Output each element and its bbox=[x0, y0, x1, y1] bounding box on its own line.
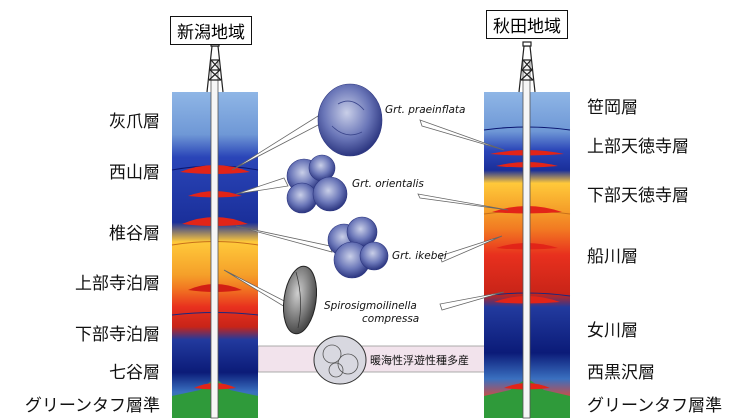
right-formation-label: 笹岡層 bbox=[587, 93, 638, 118]
left-formation-label: 椎谷層 bbox=[109, 219, 160, 244]
fossil-warm-species bbox=[314, 336, 366, 384]
species-spiro-line2: compressa bbox=[362, 313, 419, 325]
left-formation-label: 西山層 bbox=[109, 158, 160, 183]
right-column bbox=[484, 60, 570, 418]
warm-species-note: 暖海性浮遊性種多産 bbox=[370, 352, 469, 368]
left-region-title: 新潟地域 bbox=[170, 16, 252, 45]
species-spiro-line1: Spirosigmoilinella bbox=[324, 300, 417, 312]
right-formation-label: グリーンタフ層準 bbox=[587, 391, 722, 416]
left-formation-label: 下部寺泊層 bbox=[75, 320, 160, 345]
right-formation-label: 船川層 bbox=[587, 242, 638, 267]
right-formation-label: 上部天徳寺層 bbox=[587, 132, 689, 157]
right-formation-label: 女川層 bbox=[587, 316, 638, 341]
species-ikebei: Grt. ikebei bbox=[392, 250, 447, 262]
species-orientalis: Grt. orientalis bbox=[352, 178, 424, 190]
right-formation-label: 下部天徳寺層 bbox=[587, 181, 689, 206]
fossil-praeinflata bbox=[318, 84, 382, 156]
left-formation-label: 上部寺泊層 bbox=[75, 269, 160, 294]
left-column bbox=[172, 60, 258, 418]
fossil-orientalis bbox=[287, 155, 347, 213]
left-formation-label: 七谷層 bbox=[109, 358, 160, 383]
species-praeinflata: Grt. praeinflata bbox=[385, 104, 465, 116]
left-formation-label: 灰爪層 bbox=[109, 107, 160, 132]
right-formation-label: 西黒沢層 bbox=[587, 358, 655, 383]
fossil-spirosigmoilinella bbox=[279, 264, 320, 336]
left-formation-label: グリーンタフ層準 bbox=[25, 391, 160, 416]
fossil-ikebei bbox=[328, 217, 388, 278]
right-region-title: 秋田地域 bbox=[486, 10, 568, 39]
